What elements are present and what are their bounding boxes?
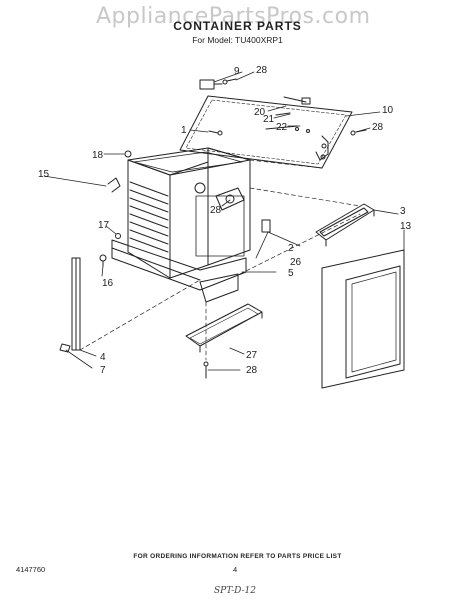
callout-7: 7	[100, 365, 106, 376]
callout-22: 22	[276, 122, 288, 133]
document-number: 4147760	[16, 565, 46, 574]
callout-labels: 9 28 10 20 21 22 28 1 18 15 17 28 3 13 2…	[38, 65, 412, 376]
callout-26: 26	[290, 257, 302, 268]
callout-27: 27	[246, 350, 258, 361]
callout-15: 15	[38, 169, 50, 180]
leader-lines	[43, 71, 405, 371]
door-handle	[315, 203, 375, 247]
site-watermark: AppliancePartsPros.com	[96, 4, 371, 29]
door-panel	[321, 249, 405, 389]
callout-18: 18	[92, 150, 104, 161]
callout-9: 9	[234, 66, 240, 77]
page-title: CONTAINER PARTS	[173, 19, 302, 33]
container-body	[99, 130, 271, 303]
callout-4: 4	[100, 352, 106, 363]
callout-28-right: 28	[372, 122, 384, 133]
side-rail	[59, 257, 81, 353]
callout-13: 13	[400, 221, 412, 232]
reference-lines	[79, 159, 361, 361]
callout-1: 1	[181, 125, 187, 136]
kick-plate	[185, 303, 263, 379]
handwritten-note: SPT-D-12	[214, 586, 256, 596]
callout-21: 21	[263, 114, 275, 125]
callout-5: 5	[288, 268, 294, 279]
model-subtitle: For Model: TU400XRP1	[192, 35, 283, 45]
callout-16: 16	[102, 278, 114, 289]
page-number: 4	[233, 565, 238, 574]
callout-17: 17	[98, 220, 110, 231]
callout-28-knob: 28	[210, 205, 222, 216]
callout-10: 10	[382, 105, 394, 116]
callout-2: 2	[288, 243, 294, 254]
callout-28-top: 28	[256, 65, 268, 76]
callout-28-bottom: 28	[246, 365, 258, 376]
callout-20: 20	[254, 107, 266, 118]
ordering-note: FOR ORDERING INFORMATION REFER TO PARTS …	[133, 553, 342, 560]
callout-3: 3	[400, 206, 406, 217]
